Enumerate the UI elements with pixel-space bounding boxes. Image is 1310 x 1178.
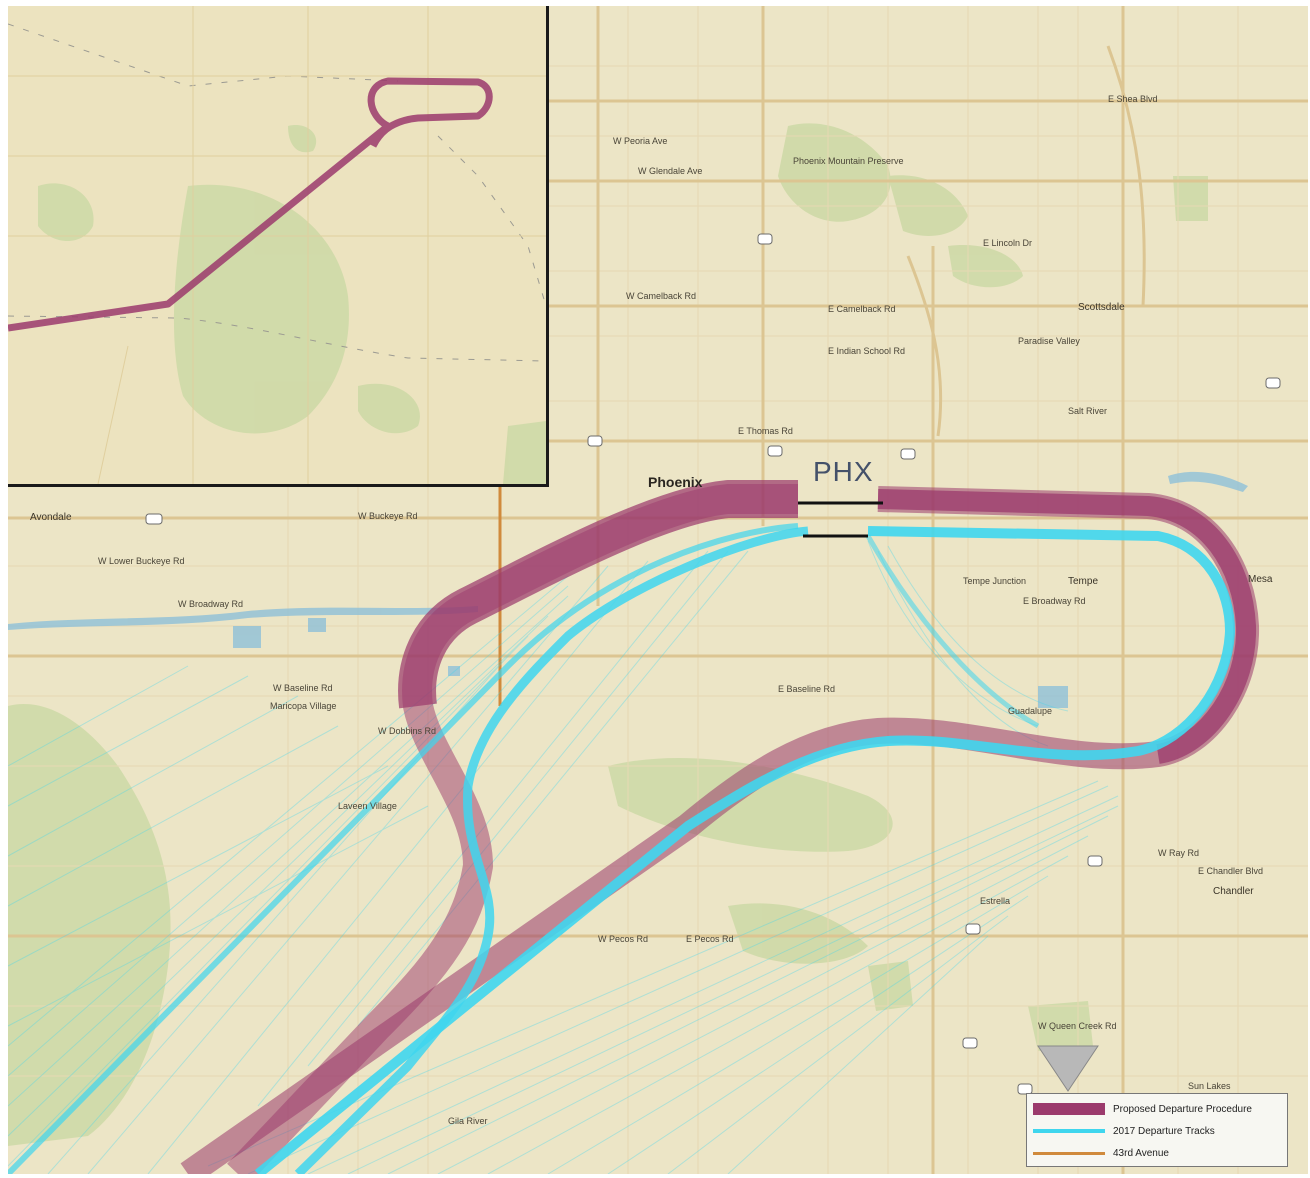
road-label: E Pecos Rd	[686, 934, 734, 944]
inset-proposed-route	[8, 77, 493, 332]
legend-row-tracks: 2017 Departure Tracks	[1033, 1120, 1281, 1142]
road-label: W Baseline Rd	[273, 683, 333, 693]
road-label: W Glendale Ave	[638, 166, 703, 176]
road-label: W Lower Buckeye Rd	[98, 556, 185, 566]
departure-track-spray	[8, 540, 1119, 1174]
road-label: W Ray Rd	[1158, 848, 1200, 858]
legend-swatch-proposed	[1033, 1103, 1105, 1115]
city-label-phoenix: Phoenix	[648, 474, 703, 490]
road-label: W Peoria Ave	[613, 136, 668, 146]
place-label: Salt River	[1068, 406, 1108, 416]
legend-row-avenue: 43rd Avenue	[1033, 1142, 1281, 1164]
place-label: Tempe	[1068, 576, 1099, 587]
road-label: E Shea Blvd	[1108, 94, 1158, 104]
departure-tracks-main	[8, 523, 1235, 1174]
inset-map-graphic	[8, 6, 546, 484]
place-label: Scottsdale	[1078, 302, 1125, 313]
place-label: Avondale	[30, 512, 72, 523]
inset-map	[8, 6, 549, 487]
inset-boundaries	[8, 23, 546, 362]
place-label: Maricopa Village	[270, 701, 337, 711]
place-label: Laveen Village	[338, 801, 397, 811]
place-label: Estrella	[980, 896, 1011, 906]
road-label: W Camelback Rd	[626, 291, 697, 301]
water-bodies	[8, 471, 1248, 708]
road-label: E Thomas Rd	[738, 426, 793, 436]
legend-row-proposed: Proposed Departure Procedure	[1033, 1098, 1281, 1120]
airport-label-phx: PHX	[813, 456, 874, 487]
road-label: W Buckeye Rd	[358, 511, 418, 521]
road-label: E Chandler Blvd	[1198, 866, 1264, 876]
legend-label-tracks: 2017 Departure Tracks	[1113, 1125, 1215, 1137]
road-label: W Dobbins Rd	[378, 726, 437, 736]
road-label: E Baseline Rd	[778, 684, 836, 694]
runways	[798, 501, 883, 538]
place-label: Guadalupe	[1008, 706, 1053, 716]
road-label: W Queen Creek Rd	[1038, 1021, 1117, 1031]
place-label: Mesa	[1248, 574, 1273, 585]
north-arrow-icon	[1037, 1045, 1099, 1092]
place-label: Chandler	[1213, 886, 1254, 897]
road-label: E Broadway Rd	[1023, 596, 1086, 606]
place-label: Paradise Valley	[1018, 336, 1080, 346]
road-label: W Broadway Rd	[178, 599, 244, 609]
place-label: Sun Lakes	[1188, 1081, 1231, 1091]
highway-shields	[145, 233, 1281, 1095]
inset-parks	[38, 125, 546, 484]
proposed-departure-procedure	[180, 480, 1260, 1174]
inset-roads	[8, 6, 546, 484]
place-label: Tempe Junction	[963, 576, 1027, 586]
major-roads	[8, 6, 1308, 1174]
place-label: Gila River	[448, 1116, 488, 1126]
road-label: E Indian School Rd	[828, 346, 906, 356]
legend-label-avenue: 43rd Avenue	[1113, 1147, 1169, 1159]
road-label: W Pecos Rd	[598, 934, 649, 944]
map-legend: Proposed Departure Procedure 2017 Depart…	[1026, 1093, 1288, 1167]
place-label: Phoenix Mountain Preserve	[793, 156, 904, 166]
legend-swatch-avenue	[1033, 1151, 1105, 1155]
legend-label-proposed: Proposed Departure Procedure	[1113, 1103, 1252, 1115]
map-canvas[interactable]: Phoenix PHX Avondale Scottsdale Tempe Te…	[8, 6, 1308, 1174]
legend-swatch-tracks	[1033, 1129, 1105, 1133]
road-label: E Camelback Rd	[828, 304, 896, 314]
road-label: E Lincoln Dr	[983, 238, 1033, 248]
